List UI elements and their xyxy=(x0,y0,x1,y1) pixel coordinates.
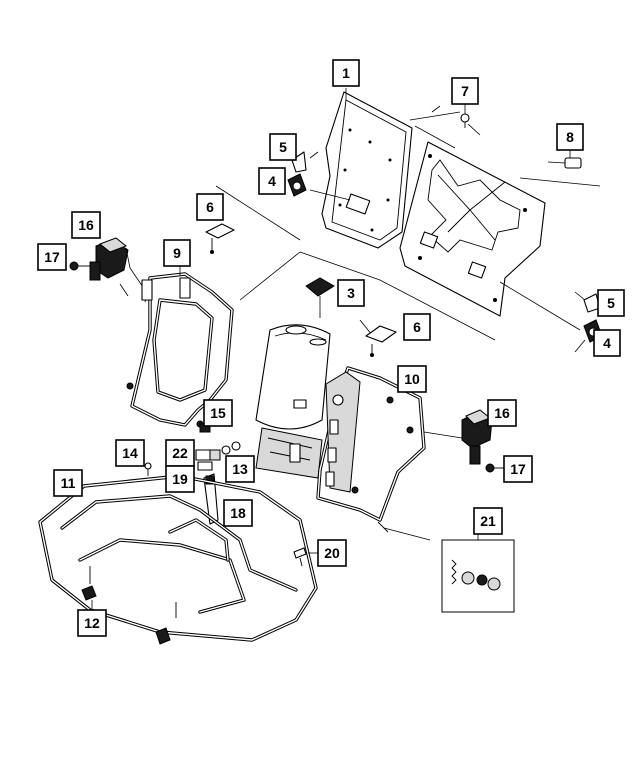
callout-17: 17 xyxy=(37,243,67,271)
callout-label: 4 xyxy=(603,335,611,351)
callout-3: 3 xyxy=(337,279,365,307)
recliner-handle-part-right xyxy=(461,409,493,465)
callout-label: 19 xyxy=(172,471,188,487)
callout-18: 18 xyxy=(223,499,253,527)
callout-label: 13 xyxy=(232,461,248,477)
callout-label: 18 xyxy=(230,505,246,521)
spring-kit-part xyxy=(441,539,515,613)
callout-10: 10 xyxy=(397,365,427,393)
screw-part-20 xyxy=(293,547,307,567)
cushion-clip-part xyxy=(81,585,171,645)
callout-6: 6 xyxy=(403,313,431,341)
bolt-part-14 xyxy=(144,462,152,476)
callout-4: 4 xyxy=(258,167,286,195)
bolt-part-left xyxy=(69,261,90,271)
callout-label: 8 xyxy=(566,129,574,145)
callout-label: 20 xyxy=(324,545,340,561)
callout-17: 17 xyxy=(503,455,533,483)
callout-label: 12 xyxy=(84,615,100,631)
callout-11: 11 xyxy=(53,469,83,497)
seat-cushion-frame-part xyxy=(38,474,318,642)
callout-7: 7 xyxy=(451,77,479,105)
callout-label: 17 xyxy=(44,249,60,265)
callout-6: 6 xyxy=(196,193,224,221)
callout-label: 11 xyxy=(61,475,76,491)
callout-label: 7 xyxy=(461,83,469,99)
callout-label: 17 xyxy=(510,461,526,477)
release-button-part-upper xyxy=(205,223,235,254)
callout-label: 4 xyxy=(268,173,276,189)
push-pin-fastener-part xyxy=(460,113,470,128)
strap-hook-part xyxy=(203,473,219,525)
callout-label: 15 xyxy=(210,405,226,421)
callout-20: 20 xyxy=(317,539,347,567)
armrest-cushion-part xyxy=(255,324,331,430)
callout-13: 13 xyxy=(225,455,255,483)
callout-label: 6 xyxy=(413,319,421,335)
callout-label: 6 xyxy=(206,199,214,215)
callout-label: 21 xyxy=(480,513,496,529)
callout-22: 22 xyxy=(165,439,195,467)
clip-part-13 xyxy=(221,441,241,455)
callout-5: 5 xyxy=(597,289,625,317)
callout-19: 19 xyxy=(165,465,195,493)
callout-8: 8 xyxy=(556,123,584,151)
callout-label: 16 xyxy=(78,217,94,233)
clip-part-19 xyxy=(197,461,213,471)
release-button-part-lower xyxy=(365,325,397,357)
callout-9: 9 xyxy=(163,239,191,267)
callout-label: 14 xyxy=(122,445,138,461)
callout-21: 21 xyxy=(473,507,503,535)
callout-label: 9 xyxy=(173,245,181,261)
callout-16: 16 xyxy=(487,399,517,427)
callout-label: 10 xyxy=(404,371,420,387)
recliner-handle-part-left xyxy=(89,237,129,281)
callout-1: 1 xyxy=(332,59,360,87)
bolt-part-right xyxy=(485,463,504,473)
callout-label: 22 xyxy=(172,445,188,461)
callout-15: 15 xyxy=(203,399,233,427)
left-seatback-frame-part xyxy=(126,272,234,428)
callout-label: 5 xyxy=(607,295,615,311)
callout-12: 12 xyxy=(77,609,107,637)
callout-5: 5 xyxy=(269,133,297,161)
rear-back-carrier-part xyxy=(399,141,546,317)
callout-label: 1 xyxy=(342,65,350,81)
right-seatback-frame-part xyxy=(316,366,426,533)
latch-bezel-part-upper-left xyxy=(287,151,307,197)
callout-label: 3 xyxy=(347,285,355,301)
retainer-clip-part xyxy=(564,157,582,169)
center-mechanism-part xyxy=(255,427,323,479)
bracket-part-22 xyxy=(195,449,221,461)
mount-bracket-part xyxy=(305,277,335,318)
callout-4: 4 xyxy=(593,329,621,357)
callout-label: 16 xyxy=(494,405,510,421)
callout-16: 16 xyxy=(71,211,101,239)
seat-back-panel-part xyxy=(321,91,413,249)
callout-14: 14 xyxy=(115,439,145,467)
callout-label: 5 xyxy=(279,139,287,155)
